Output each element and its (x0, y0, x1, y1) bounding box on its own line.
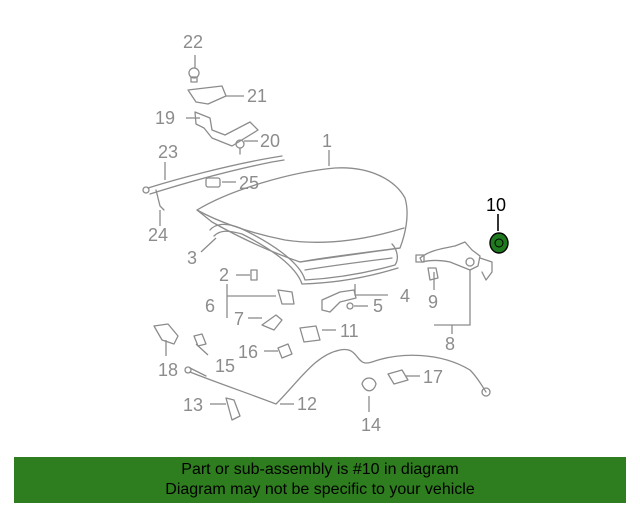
callout-9: 9 (428, 292, 438, 312)
striker-part (321, 289, 357, 313)
part-16 (277, 343, 293, 359)
callout-19: 19 (155, 108, 175, 128)
part-6 (277, 289, 295, 305)
parts-diagram: 1 2 3 4 5 6 7 8 9 10 11 12 13 14 15 16 1… (142, 32, 509, 435)
callout-4: 4 (400, 286, 410, 306)
info-banner: Part or sub-assembly is #10 in diagram D… (14, 457, 626, 503)
callout-labels: 1 2 3 4 5 6 7 8 9 10 11 12 13 14 15 16 1… (148, 32, 506, 435)
part-7 (261, 314, 283, 331)
banner-line-part-number: Part or sub-assembly is #10 in diagram (181, 461, 459, 478)
callout-3: 3 (187, 248, 197, 268)
part-15 (193, 333, 207, 347)
part-13 (225, 397, 241, 421)
callout-10: 10 (486, 195, 506, 215)
callout-20: 20 (260, 131, 280, 151)
highlighted-part-10 (489, 232, 509, 254)
callout-2: 2 (219, 265, 229, 285)
part-17 (387, 369, 409, 385)
callout-23: 23 (158, 142, 178, 162)
callout-17: 17 (423, 367, 443, 387)
callout-16: 16 (238, 342, 258, 362)
release-cable-part (189, 348, 487, 405)
weatherstrip-part (209, 223, 398, 281)
torsion-bar-part (147, 155, 283, 189)
callout-21: 21 (247, 86, 267, 106)
callout-22: 22 (183, 32, 203, 52)
callout-24: 24 (148, 225, 168, 245)
callout-18: 18 (158, 360, 178, 380)
callout-6: 6 (205, 296, 215, 316)
callout-1: 1 (322, 131, 332, 151)
callout-5: 5 (373, 296, 383, 316)
leader-lines (159, 55, 499, 412)
lock-assembly-part (415, 241, 493, 281)
bumper-part (205, 177, 221, 188)
banner-line-disclaimer: Diagram may not be specific to your vehi… (165, 481, 475, 498)
callout-14: 14 (361, 415, 381, 435)
part-11 (299, 325, 321, 343)
callout-8: 8 (445, 334, 455, 354)
callout-12: 12 (297, 394, 317, 414)
stay-part (155, 189, 165, 211)
callout-7: 7 (234, 309, 244, 329)
callout-11: 11 (340, 321, 359, 341)
part-2 (250, 269, 258, 281)
trunk-lid-part (196, 167, 408, 271)
part-14 (361, 377, 377, 392)
part-18 (153, 323, 179, 345)
hinge-part (187, 67, 259, 155)
callout-13: 13 (183, 395, 203, 415)
callout-25: 25 (239, 173, 259, 193)
callout-15: 15 (215, 356, 235, 376)
